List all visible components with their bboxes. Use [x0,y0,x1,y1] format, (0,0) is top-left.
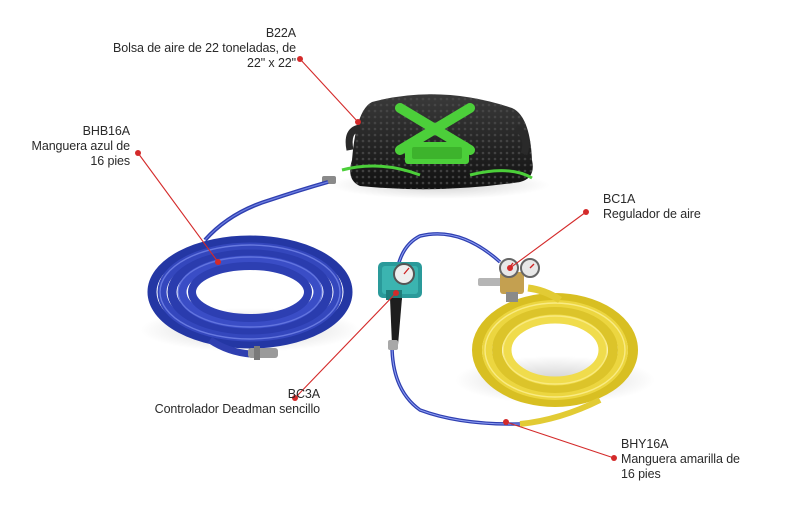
callout-description: Regulador de aire [603,207,701,221]
callout-code: BHY16A [621,437,669,451]
callout-description: Controlador Deadman sencillo [154,402,320,416]
callout-code: BHB16A [82,124,130,138]
callout-code: BC3A [287,387,320,401]
callout-code: B22A [265,26,296,40]
callout-description: Bolsa de aire de 22 toneladas, de 22" x … [113,41,296,70]
callout-description: Manguera amarilla de 16 pies [621,452,740,481]
callout-bhb16a: BHB16A Manguera azul de 16 pies [30,124,131,169]
callout-b22a: B22A Bolsa de aire de 22 toneladas, de 2… [100,26,296,71]
air-bag-icon [322,94,533,190]
yellow-hose-icon [472,284,638,427]
callout-bc3a: BC3A Controlador Deadman sencillo [120,387,320,417]
callout-bc1a: BC1A Regulador de aire [603,192,753,222]
leader-lines [135,56,617,461]
callout-bhy16a: BHY16A Manguera amarilla de 16 pies [621,437,791,482]
deadman-controller-icon [378,262,422,350]
callout-description: Manguera azul de 16 pies [31,139,131,168]
regulator-icon [478,258,540,302]
callout-code: BC1A [603,192,636,206]
blue-hose-icon [147,180,353,360]
